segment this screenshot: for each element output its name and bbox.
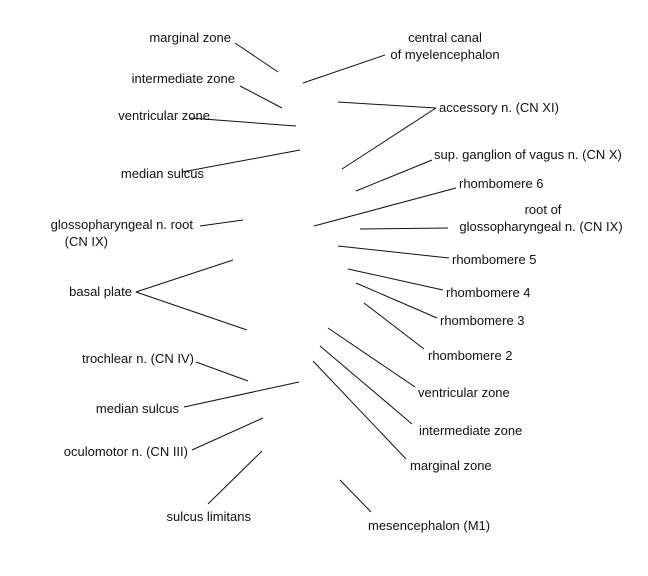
leader-line bbox=[313, 187, 457, 227]
label-central-canal: central canal bbox=[408, 30, 482, 45]
label-intermediate-zone: intermediate zone bbox=[132, 71, 235, 86]
leader-line bbox=[191, 417, 264, 451]
leader-line bbox=[355, 159, 433, 192]
leader-line bbox=[135, 291, 248, 331]
label-oculomotor: oculomotor n. (CN III) bbox=[64, 444, 188, 459]
leader-line bbox=[199, 219, 244, 227]
leader-line bbox=[337, 245, 450, 259]
right-labels: central canal of myelencephalon accessor… bbox=[368, 30, 623, 533]
label-trochlear: trochlear n. (CN IV) bbox=[82, 351, 194, 366]
label-glossopharyngeal-root-cn: (CN IX) bbox=[65, 234, 108, 249]
leader-line bbox=[189, 117, 297, 127]
leader-line bbox=[347, 268, 444, 291]
leader-line bbox=[195, 361, 249, 382]
label-marginal-zone-right: marginal zone bbox=[410, 458, 492, 473]
label-rhombomere-2: rhombomere 2 bbox=[428, 348, 513, 363]
leader-line bbox=[234, 42, 279, 73]
leader-line bbox=[319, 345, 413, 425]
leader-line bbox=[363, 302, 425, 350]
leader-line bbox=[339, 479, 372, 513]
left-labels: marginal zone intermediate zone ventricu… bbox=[51, 30, 252, 524]
label-root-of-2: glossopharyngeal n. (CN IX) bbox=[459, 219, 622, 234]
label-mesencephalon: mesencephalon (M1) bbox=[368, 518, 490, 533]
label-rhombomere-3: rhombomere 3 bbox=[440, 313, 525, 328]
label-sulcus-limitans: sulcus limitans bbox=[166, 509, 251, 524]
label-rhombomere-4: rhombomere 4 bbox=[446, 285, 531, 300]
leader-line bbox=[302, 54, 386, 84]
label-intermediate-zone-right: intermediate zone bbox=[419, 423, 522, 438]
leader-line bbox=[359, 227, 449, 230]
label-rhombomere-6: rhombomere 6 bbox=[459, 176, 544, 191]
leader-lines bbox=[135, 42, 457, 513]
label-ventricular-zone-right: ventricular zone bbox=[418, 385, 510, 400]
leader-line bbox=[312, 360, 407, 460]
leader-line bbox=[207, 450, 263, 505]
label-root-of: root of bbox=[525, 202, 562, 217]
label-sup-ganglion: sup. ganglion of vagus n. (CN X) bbox=[434, 147, 622, 162]
label-median-sulcus: median sulcus bbox=[121, 166, 205, 181]
leader-line bbox=[337, 101, 437, 109]
leader-line bbox=[183, 381, 300, 408]
label-marginal-zone: marginal zone bbox=[149, 30, 231, 45]
label-glossopharyngeal-root: glossopharyngeal n. root bbox=[51, 217, 194, 232]
leader-line bbox=[239, 85, 283, 109]
leader-line bbox=[341, 107, 437, 170]
leader-line bbox=[181, 149, 301, 173]
label-ventricular-zone: ventricular zone bbox=[118, 108, 210, 123]
leader-line bbox=[327, 327, 416, 388]
label-central-canal-2: of myelencephalon bbox=[390, 47, 499, 62]
leader-line bbox=[355, 282, 438, 319]
label-median-sulcus-lower: median sulcus bbox=[96, 401, 180, 416]
leader-line bbox=[135, 259, 234, 293]
label-accessory: accessory n. (CN XI) bbox=[439, 100, 559, 115]
label-basal-plate: basal plate bbox=[69, 284, 132, 299]
label-rhombomere-5: rhombomere 5 bbox=[452, 252, 537, 267]
